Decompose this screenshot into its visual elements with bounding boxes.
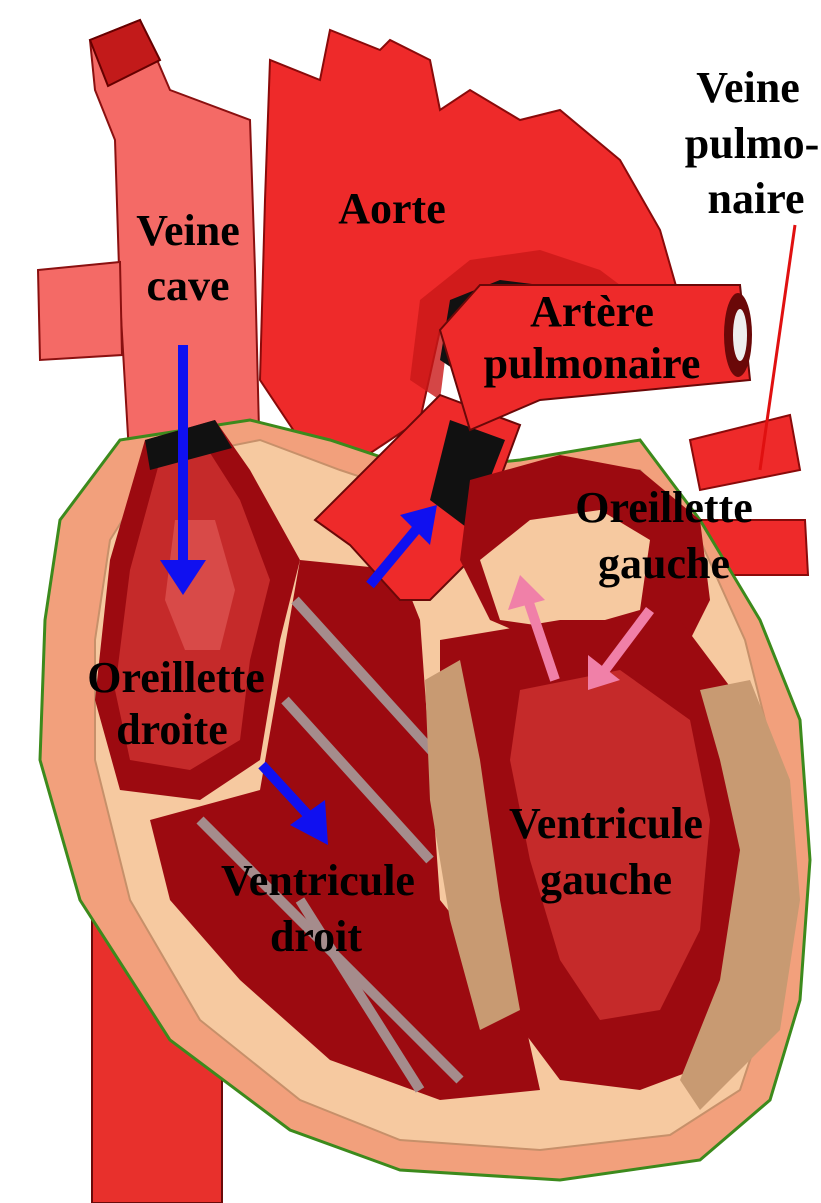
vena-cava-branch (38, 262, 122, 360)
label-oreillette-droite-1: Oreillette (87, 653, 265, 702)
label-oreillette-droite-2: droite (116, 705, 228, 754)
label-veine-cave-1: Veine (136, 206, 240, 255)
label-ventricule-gauche-1: Ventricule (509, 799, 703, 848)
label-veine-pulmonaire-3: naire (708, 174, 805, 223)
label-oreillette-gauche-1: Oreillette (575, 483, 753, 532)
pulmonary-artery-lumen (733, 309, 747, 361)
label-veine-pulmonaire-2: pulmo- (685, 119, 819, 168)
label-artere-1: Artère (530, 287, 654, 336)
label-ventricule-droit-1: Ventricule (221, 856, 415, 905)
label-ventricule-gauche-2: gauche (540, 855, 672, 904)
label-veine-cave-2: cave (146, 261, 229, 310)
label-ventricule-droit-2: droit (270, 912, 362, 961)
label-veine-pulmonaire-1: Veine (696, 63, 800, 112)
label-aorte: Aorte (338, 184, 446, 233)
pulmonary-vein-upper (690, 415, 800, 490)
label-artere-2: pulmonaire (484, 339, 701, 388)
label-oreillette-gauche-2: gauche (598, 539, 730, 588)
